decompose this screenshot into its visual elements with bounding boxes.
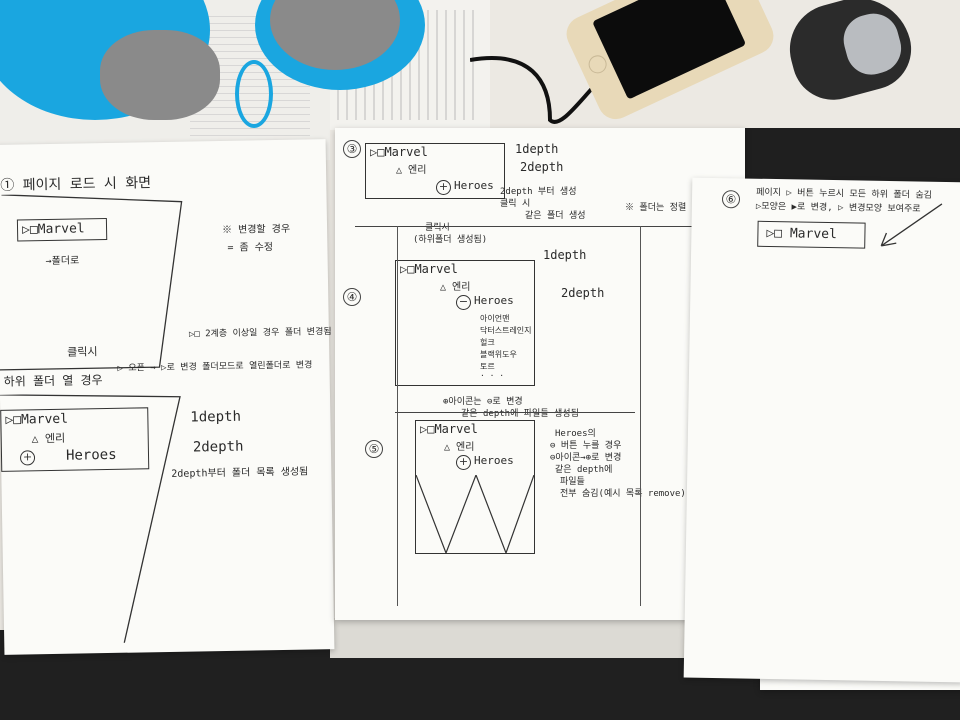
- section6-number: ⑥: [721, 190, 741, 209]
- s4-list-0: 아이언맨: [480, 314, 510, 323]
- s4-note2: 같은 depth에 파일들 생성됨: [461, 409, 579, 419]
- section5-number: ⑤: [365, 440, 383, 458]
- left-note-x2: = 좀 수정: [227, 242, 274, 254]
- s5-note6: 전부 숨김(예시 목록 remove): [560, 489, 686, 499]
- s4-minus-icon: −: [456, 295, 471, 310]
- blue-plush-toy: [0, 0, 440, 150]
- mouse-silver-panel: [838, 7, 907, 81]
- s3-click: 클릭시: [425, 223, 450, 233]
- left-tree-marvel: ▷□Marvel: [5, 411, 69, 428]
- left-tree-heroes: Heroes: [65, 446, 117, 464]
- s4-divider: [395, 412, 635, 413]
- s4-list-2: 헐크: [480, 338, 495, 347]
- s4-list-5: · · ·: [480, 371, 505, 380]
- s4-heroes: Heroes: [474, 294, 514, 307]
- left-tree-box: ▷□Marvel △ 엔리 + Heroes: [0, 407, 150, 472]
- right-nav-box: ▷□ Marvel: [757, 220, 866, 249]
- middle-sketch-sheet: ③ ▷□Marvel △ 엔리 + Heroes 1depth 2depth 2…: [335, 128, 745, 620]
- middle-margin-right: [640, 226, 641, 606]
- left-depth1: 1depth: [190, 408, 242, 426]
- middle-margin-left: [397, 226, 398, 606]
- s5-marvel: ▷□Marvel: [420, 422, 478, 436]
- phone-home-button: [585, 52, 610, 77]
- left-sketch-sheet: ① 페이지 로드 시 화면 ▷□Marvel →폴더로 ※ 변경할 경우 = 좀…: [0, 139, 335, 655]
- left-tree-frame-path: [0, 394, 181, 643]
- left-nav-label: ▷□Marvel: [21, 221, 85, 238]
- s3-note3: 같은 폴더 생성: [525, 211, 586, 221]
- right-arrow-path: [880, 203, 943, 247]
- s3-depth1: 1depth: [515, 142, 559, 156]
- s3-marvel: ▷□Marvel: [370, 145, 428, 159]
- section4-number: ④: [343, 288, 361, 306]
- left-note-x: ※ 변경할 경우: [222, 223, 291, 236]
- s5-note3: ⊖아이콘→⊕로 변경: [550, 453, 622, 463]
- s3-item2: △ 엔리: [396, 165, 427, 176]
- left-tree-plus-icon: +: [19, 450, 36, 466]
- left-depth2: 2depth: [192, 438, 244, 456]
- right-sketch-sheet: ⑥ 페이지 ▷ 버튼 누르시 모든 하위 폴더 숨김 ▷모양은 ▶로 변경, ▷…: [683, 177, 960, 683]
- left-frame-path: [0, 194, 183, 371]
- left-arrow-note: →폴더로: [45, 255, 80, 268]
- s4-depth1: 1depth: [543, 248, 587, 262]
- left-click: 클릭시: [67, 345, 98, 359]
- left-frame-sketch: [0, 194, 183, 371]
- s3-plus-icon: +: [436, 180, 451, 195]
- cable-path: [470, 56, 631, 124]
- s3-heroes: Heroes: [454, 179, 494, 192]
- s5-note2: ⊖ 버튼 누를 경우: [550, 441, 622, 451]
- s5-item2: △ 엔리: [444, 442, 475, 453]
- left-side-note: ▷□ 2계층 이상일 경우 폴더 변경됨: [188, 327, 332, 340]
- s4-depth2: 2depth: [561, 286, 605, 300]
- section3-number: ③: [343, 140, 361, 158]
- s5-heroes: Heroes: [474, 454, 514, 467]
- plush-left-gray: [100, 30, 220, 120]
- s5-note1: Heroes의: [555, 429, 596, 439]
- left-heading: ① 페이지 로드 시 화면: [0, 175, 152, 194]
- s4-tree-box: ▷□Marvel △ 엔리 − Heroes 아이언맨 닥터스트레인지 헐크 블…: [395, 260, 535, 386]
- left-nav-box: ▷□Marvel: [16, 217, 108, 242]
- plush-string: [235, 60, 273, 128]
- s3-click2: (하위폴더 생성됨): [413, 235, 488, 245]
- s3-side: ※ 폴더는 정렬: [625, 203, 687, 213]
- s3-divider: [355, 226, 725, 227]
- s3-note2: 클릭 시: [500, 199, 531, 209]
- left-hover2: ▷ 오픈 → ▷로 변경 폴더모드로 열린폴더로 변경: [117, 360, 313, 374]
- s5-plus-icon: +: [456, 455, 471, 470]
- left-tree-frame: [0, 394, 181, 643]
- s5-note4: 같은 depth에: [555, 465, 613, 475]
- s4-marvel: ▷□Marvel: [400, 262, 458, 276]
- s4-item2: △ 엔리: [440, 282, 471, 293]
- usb-cable: [470, 56, 631, 124]
- s4-list-4: 토르: [480, 362, 495, 371]
- s5-tree-box: ▷□Marvel △ 엔리 + Heroes: [415, 420, 535, 554]
- s4-note1: ⊕아이콘는 ⊖로 변경: [443, 397, 523, 407]
- s3-note1: 2depth 부터 생성: [500, 187, 577, 197]
- left-depth-note: 2depth부터 폴더 목록 생성됨: [171, 466, 309, 480]
- left-hover: 하위 폴더 열 경우: [3, 373, 103, 389]
- right-nav-label: ▷□ Marvel: [766, 225, 837, 243]
- s5-cross-lines: [416, 475, 534, 553]
- right-arrow: [880, 203, 943, 247]
- s5-note5: 파일들: [560, 477, 585, 487]
- left-tree-2: △ 엔리: [31, 431, 66, 446]
- s5-crossed-area: [416, 475, 534, 553]
- s3-depth2: 2depth: [520, 160, 564, 174]
- s4-list-1: 닥터스트레인지: [480, 326, 532, 335]
- s3-tree-box: ▷□Marvel △ 엔리 + Heroes: [365, 143, 505, 199]
- s4-list-3: 블랙위도우: [480, 350, 517, 359]
